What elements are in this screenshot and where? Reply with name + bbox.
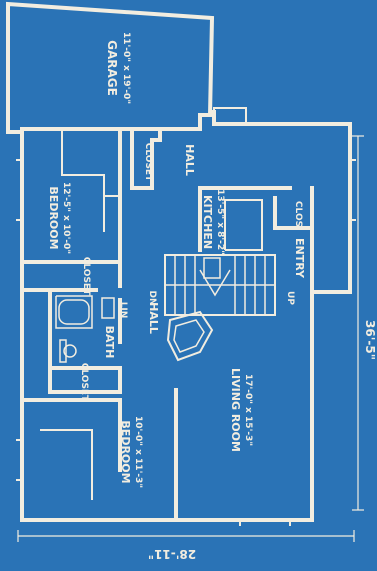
bathtub <box>55 295 93 329</box>
living-room-size: 17'-0" x 15'-3" <box>243 374 253 446</box>
bedroom2-size: 10'-0" x 11'-3" <box>133 416 143 488</box>
hall-mid-label: HALL <box>147 302 160 334</box>
closet-top-label: CLOSET <box>143 143 153 182</box>
kitchen-size: 13'-5" x 8'-2" <box>215 189 225 255</box>
toilet <box>63 344 77 358</box>
garage-walls <box>6 1 215 134</box>
stair-up-label: UP <box>285 291 295 305</box>
dimension-bottom-label: 28'-11" <box>148 547 196 561</box>
stair-dn-label: DN <box>147 290 157 305</box>
labels: GARAGE 11'-0" x 19'-0" HALL CLOSET BEDRO… <box>47 32 377 561</box>
dimension-lines <box>17 135 364 542</box>
garage-label: GARAGE <box>105 40 119 96</box>
closet-top-walls <box>130 127 162 190</box>
main-outer-walls <box>20 110 352 522</box>
bedroom1-size: 12'-5" x 10'-0" <box>61 182 71 254</box>
lin-label: LIN <box>118 302 128 319</box>
garage-size: 11'-0" x 19'-0" <box>121 32 131 104</box>
bedroom2-label: BEDROOM <box>119 420 132 483</box>
living-room-label: LIVING ROOM <box>229 368 242 452</box>
entry-porch <box>213 107 247 124</box>
bath-label: BATH <box>103 326 116 359</box>
dimension-side-label: 36'-5" <box>363 320 377 360</box>
walls <box>6 1 356 526</box>
linen-closet <box>101 297 115 319</box>
stairs <box>164 254 276 316</box>
tub-basin <box>58 299 90 325</box>
hall-top-label: HALL <box>183 144 196 176</box>
kitchen-sink <box>203 257 221 279</box>
clos-label: CLOS <box>293 201 303 227</box>
fireplace <box>166 310 214 362</box>
entry-label: ENTRY <box>293 238 306 279</box>
kitchen-label: KITCHEN <box>201 195 214 249</box>
vanity <box>59 339 67 363</box>
bedroom1-label: BEDROOM <box>47 186 60 249</box>
closet-mid-label: CLOSET <box>81 257 91 296</box>
closet-low-label: CLOSET <box>79 363 89 402</box>
